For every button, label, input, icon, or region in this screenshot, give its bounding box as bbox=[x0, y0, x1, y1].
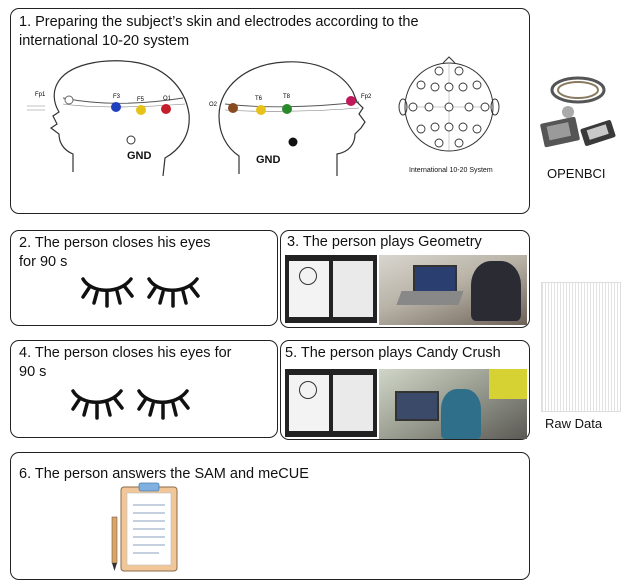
step5-screen-photo bbox=[285, 369, 377, 437]
step3-title: 3. The person plays Geometry bbox=[287, 234, 482, 250]
step4-title-line1: 4. The person closes his eyes for bbox=[19, 345, 232, 361]
step3-panel: 3. The person plays Geometry bbox=[280, 230, 530, 328]
raw-data-label: Raw Data bbox=[545, 416, 603, 431]
svg-text:T6: T6 bbox=[255, 96, 263, 102]
raw-data-signals-image bbox=[541, 282, 621, 412]
electrode-map-10-20 bbox=[398, 56, 500, 152]
svg-text:T8: T8 bbox=[283, 94, 291, 100]
head-left-diagram: Fp1 F3 F5 O1 bbox=[27, 60, 190, 177]
step3-player-photo bbox=[379, 255, 527, 325]
step1-panel: 1. Preparing the subject’s skin and elec… bbox=[10, 8, 530, 214]
svg-text:F5: F5 bbox=[137, 97, 145, 103]
clipboard-questionnaire-icon bbox=[111, 482, 178, 572]
openbci-device-image bbox=[540, 76, 616, 148]
closed-eyes-icon bbox=[71, 389, 190, 420]
step5-player-photo bbox=[379, 369, 527, 439]
step2-title-line1: 2. The person closes his eyes bbox=[19, 235, 211, 251]
step5-title: 5. The person plays Candy Crush bbox=[285, 345, 501, 361]
head-left-gnd-label: GND bbox=[127, 150, 152, 162]
svg-text:O2: O2 bbox=[209, 102, 218, 108]
step2-panel: 2. The person closes his eyes for 90 s bbox=[10, 230, 278, 326]
step4-panel: 4. The person closes his eyes for 90 s bbox=[10, 340, 278, 438]
head-right-diagram: O2 T6 T8 Fp2 bbox=[209, 61, 372, 176]
svg-text:Fp1: Fp1 bbox=[35, 92, 46, 98]
step2-title-line2: for 90 s bbox=[19, 254, 68, 270]
step1-title-line2: international 10-20 system bbox=[19, 33, 190, 49]
step6-title: 6. The person answers the SAM and meCUE bbox=[19, 466, 309, 482]
step6-panel: 6. The person answers the SAM and meCUE bbox=[10, 452, 530, 580]
svg-text:Fp2: Fp2 bbox=[361, 94, 372, 100]
electrode-map-caption: International 10-20 System bbox=[409, 167, 493, 174]
svg-text:F3: F3 bbox=[113, 94, 121, 100]
head-right-gnd-label: GND bbox=[256, 154, 281, 166]
closed-eyes-icon bbox=[81, 277, 200, 308]
step5-panel: 5. The person plays Candy Crush bbox=[280, 340, 530, 440]
openbci-label: OPENBCI bbox=[547, 166, 606, 181]
step3-screen-photo bbox=[285, 255, 377, 323]
step4-title-line2: 90 s bbox=[19, 364, 47, 380]
svg-text:O1: O1 bbox=[163, 96, 172, 102]
step1-title-line1: 1. Preparing the subject’s skin and elec… bbox=[19, 14, 419, 30]
